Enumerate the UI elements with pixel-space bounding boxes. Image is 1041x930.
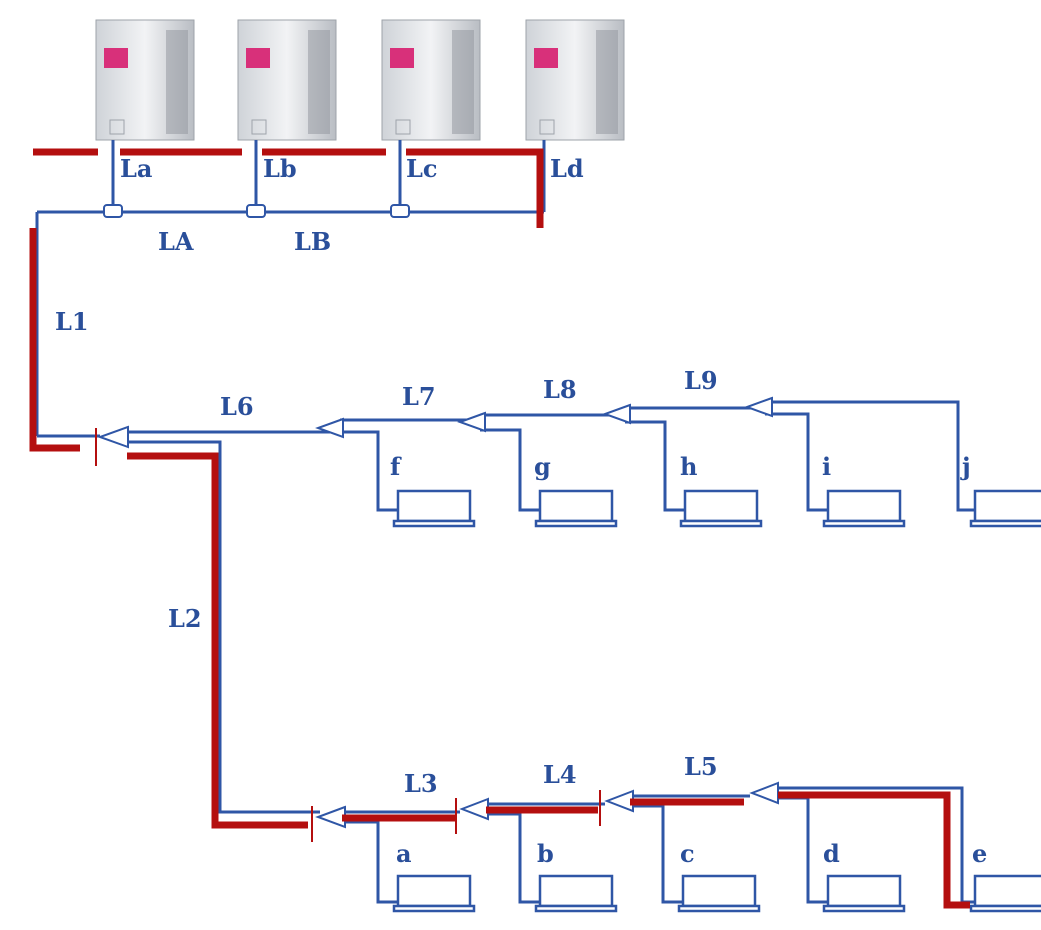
label-L7: L7 (402, 382, 436, 411)
branch-joint-icon (744, 396, 773, 418)
brand-logo-icon (104, 48, 128, 68)
branch-joint-icon (246, 204, 266, 218)
outdoor-unit-2 (237, 19, 337, 141)
indoor-unit-a (392, 874, 476, 913)
indoor-unit-h (679, 489, 763, 528)
indoor-unit-f (392, 489, 476, 528)
label-LA: LA (158, 227, 194, 256)
label-lc: Lc (406, 154, 438, 183)
lower-pipe-labels: L3 L4 L5 (404, 752, 718, 798)
indoor-unit-c (677, 874, 761, 913)
indoor-units-upper (392, 489, 1041, 528)
indoor-unit-j (969, 489, 1041, 528)
label-L5: L5 (684, 752, 718, 781)
branch-joint-icon (604, 789, 634, 813)
upper-pipe-labels: L6 L7 L8 L9 (220, 366, 718, 421)
indoor-unit-g (534, 489, 618, 528)
outdoor-unit-4 (525, 19, 625, 141)
indoor-units-lower (392, 874, 1041, 913)
label-L8: L8 (543, 375, 577, 404)
label-unit-j: j (960, 452, 971, 481)
indoor-unit-e (969, 874, 1041, 913)
brand-logo-icon (246, 48, 270, 68)
brand-logo-icon (534, 48, 558, 68)
label-unit-e: e (972, 839, 987, 868)
branch-joint-icon (457, 411, 486, 433)
label-unit-a: a (396, 839, 412, 868)
label-LB: LB (294, 227, 331, 256)
label-unit-g: g (534, 452, 551, 481)
label-unit-d: d (823, 839, 840, 868)
label-L2: L2 (168, 604, 202, 633)
branch-joint-icon (390, 204, 410, 218)
label-lb: Lb (263, 154, 297, 183)
label-unit-c: c (680, 839, 695, 868)
upper-unit-labels: f g h i j (390, 452, 971, 481)
highlight-path (29, 148, 970, 909)
label-unit-i: i (822, 452, 831, 481)
branch-joint-icon (97, 425, 129, 449)
label-L3: L3 (404, 769, 438, 798)
branch-joint-icon (103, 204, 123, 218)
indoor-unit-b (534, 874, 618, 913)
outdoor-unit-1 (95, 19, 195, 141)
lower-unit-labels: a b c d e (396, 839, 987, 868)
label-unit-f: f (390, 452, 402, 481)
label-ld: Ld (550, 154, 584, 183)
branch-joint-icon (315, 805, 346, 829)
label-unit-b: b (537, 839, 554, 868)
indoor-unit-i (822, 489, 906, 528)
outdoor-header-piping (35, 140, 546, 436)
label-L4: L4 (543, 760, 577, 789)
label-unit-h: h (680, 452, 697, 481)
branch-joint-icon (459, 797, 489, 821)
label-L1: L1 (55, 307, 89, 336)
upper-branch-piping (37, 396, 975, 814)
brand-logo-icon (390, 48, 414, 68)
outdoor-unit-3 (381, 19, 481, 141)
label-la: La (120, 154, 152, 183)
indoor-unit-d (822, 874, 906, 913)
outdoor-labels: La Lb Lc Ld LA LB (120, 154, 584, 256)
label-L9: L9 (684, 366, 718, 395)
branch-joint-icon (602, 403, 631, 425)
label-L6: L6 (220, 392, 254, 421)
branch-joint-icon (749, 781, 779, 805)
branch-joint-icon (315, 417, 344, 439)
